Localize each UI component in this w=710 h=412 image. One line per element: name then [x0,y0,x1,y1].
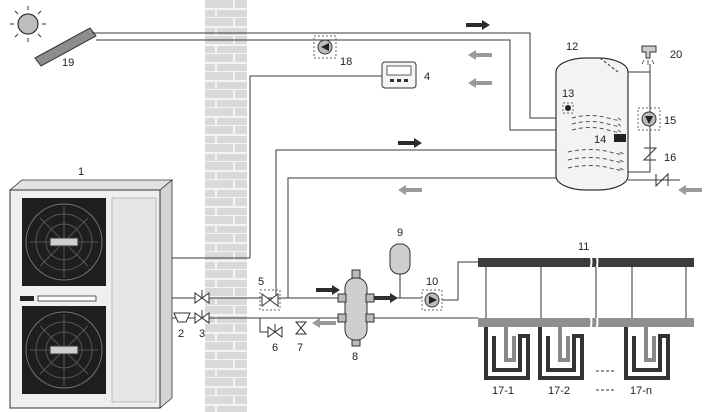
supply-arrow [316,285,340,295]
loop-ellipsis [596,370,614,391]
label-loop-n: 17-n [630,385,652,397]
label-loop-2: 17-2 [548,385,570,397]
dhw-return-pipe [287,177,556,298]
dhw-tank-12 [555,57,629,191]
return-arrow [678,185,702,195]
label-pump-15: 15 [664,115,676,127]
solar-supply-pipe [92,32,560,119]
label-manifold: 11 [578,241,589,253]
label-heat-pump: 1 [78,166,84,178]
label-tap-20: 20 [670,49,682,61]
controller-4 [381,61,417,89]
floor-loop-17-n [624,267,687,380]
label-balance-tank: 8 [352,351,358,363]
label-filter: 2 [178,328,184,340]
pump-10 [421,289,443,311]
fan-bottom [22,306,106,394]
drain-branch-6 [259,318,270,333]
return-arrow [468,78,492,88]
pump-15 [637,107,661,131]
controller-wire [249,75,382,258]
expansion-vessel-9 [389,243,411,298]
solar-return-pipe [96,39,560,131]
return-manifold [478,318,694,327]
unit-display [20,296,34,301]
label-pump-10: 10 [426,276,438,288]
label-valve-3: 3 [199,328,205,340]
label-pump-18: 18 [340,56,352,68]
label-sensor-13: 13 [562,88,574,100]
dhw-supply-pipe [275,149,556,298]
label-dhw-tank: 12 [566,41,578,53]
brick-wall [205,0,247,412]
valve-7 [294,321,308,335]
unit-display [37,295,97,302]
valve-5 [259,289,281,311]
hot-water-pipe [628,64,651,73]
tap-20 [641,45,657,65]
heater-14 [614,134,626,142]
sun-icon [10,6,46,42]
label-expansion-vessel: 9 [397,227,403,239]
supply-manifold-11 [478,258,694,267]
recirculation-pipe [628,72,651,173]
valve-3 [194,310,210,324]
return-arrow [468,50,492,60]
return-arrow [398,185,422,195]
label-check-valve-16: 16 [664,152,676,164]
supply-arrow [398,138,422,148]
fan-top [22,198,106,286]
label-loop-1: 17-1 [492,385,514,397]
supply-arrow [466,20,490,30]
solar-panel [34,27,97,67]
heat-pump-unit-1 [8,179,174,409]
label-valve-5: 5 [258,276,264,288]
return-arrow [312,318,336,328]
check-valve-inlet [655,172,669,188]
balance-tank-8 [337,269,375,347]
valve-6 [267,324,283,338]
floor-loop-17-2 [538,267,597,380]
floor-supply-riser [442,261,478,301]
pump-18 [313,35,337,59]
sensor-13 [562,102,574,114]
floor-loop-17-1 [484,267,542,380]
valve-supply [194,290,210,304]
label-valve-6: 6 [272,342,278,354]
label-heater-14: 14 [594,134,606,146]
label-controller: 4 [424,71,430,83]
filter-2 [173,312,191,323]
label-solar-panel: 19 [62,57,74,69]
label-valve-7: 7 [297,342,303,354]
check-valve-16 [642,147,658,161]
